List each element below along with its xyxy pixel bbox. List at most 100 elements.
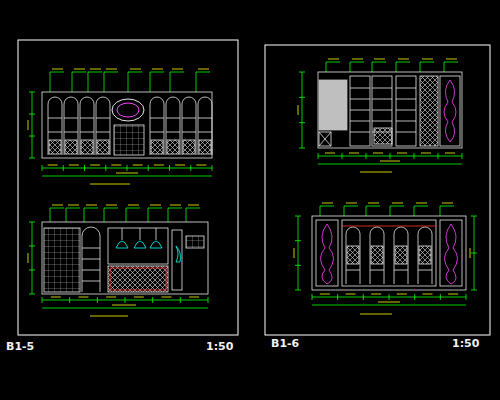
shelf-line <box>372 110 392 111</box>
shelf-bay <box>396 76 416 146</box>
shelf-line <box>350 132 370 133</box>
leader-line <box>104 208 105 222</box>
note-mark <box>52 69 63 70</box>
shelf-line <box>82 248 100 249</box>
dimension-value-mark <box>397 294 407 295</box>
leader-line <box>148 208 162 209</box>
dimension-tick <box>152 297 153 303</box>
cabinet-door <box>199 140 211 154</box>
leader-line <box>196 72 210 73</box>
shelf-line <box>370 270 384 271</box>
cabinet-door <box>97 140 109 154</box>
carved-ornament <box>444 80 456 142</box>
dimension-tick <box>363 294 364 300</box>
door-jamb <box>172 230 182 290</box>
dimension-tick <box>148 165 149 171</box>
leader-line <box>84 208 85 222</box>
leader-line <box>396 62 410 63</box>
cabinet-door <box>49 140 61 154</box>
shelf-line <box>350 110 370 111</box>
dimension-value-mark <box>189 297 199 298</box>
leader-line <box>372 62 386 63</box>
note-mark <box>52 205 63 206</box>
carved-ornament <box>445 224 458 284</box>
leader-line <box>126 208 140 209</box>
oval-medallion <box>112 99 144 121</box>
cabinet-door <box>65 140 77 154</box>
dimension-tick <box>312 294 313 300</box>
dimension-tick <box>414 153 415 159</box>
note-mark <box>374 59 385 60</box>
lattice-door <box>347 246 359 264</box>
dimension-tick <box>471 216 477 217</box>
leader-line <box>440 206 441 216</box>
dimension-value-mark <box>196 165 206 166</box>
arch-niche <box>96 97 110 155</box>
arch-niche <box>82 227 100 292</box>
note-mark <box>128 205 139 206</box>
note-mark <box>346 203 357 204</box>
leader-line <box>170 72 184 73</box>
leader-line <box>50 72 64 73</box>
dimension-tick <box>440 294 441 300</box>
leader-line <box>344 206 345 216</box>
cornice-line <box>342 226 436 227</box>
dimension-tick <box>299 72 305 73</box>
lattice-door <box>371 246 383 264</box>
note-mark <box>416 203 427 204</box>
lattice-door <box>395 246 407 264</box>
dimension-tick <box>29 158 35 159</box>
cabinet-door <box>151 140 163 154</box>
shelf-line <box>396 121 416 122</box>
shelf-line <box>372 121 392 122</box>
elevation-outline <box>312 216 466 290</box>
shelf-line <box>396 132 416 133</box>
leader-line <box>126 208 127 222</box>
note-mark <box>106 69 117 70</box>
dimension-tick <box>63 165 64 171</box>
leader-line <box>50 208 51 222</box>
arch-niche <box>166 97 180 155</box>
leader-line <box>350 62 364 63</box>
leader-line <box>150 72 164 73</box>
leader-line <box>372 62 373 72</box>
leader-line <box>104 208 118 209</box>
dimension-tick <box>295 240 301 241</box>
leader-line <box>326 62 327 72</box>
cabinet-door <box>81 140 93 154</box>
arch-niche <box>370 227 384 284</box>
oval-inner <box>117 103 139 117</box>
dimension-value-mark <box>69 165 79 166</box>
dimension-tick <box>42 297 43 303</box>
leader-line <box>88 72 89 92</box>
leader-line <box>320 206 321 216</box>
leader-line <box>366 206 367 216</box>
dimension-value-mark <box>397 153 407 154</box>
lamp-cord <box>140 228 141 240</box>
dimension-tick <box>366 153 367 159</box>
dimension-tick <box>169 165 170 171</box>
leader-line <box>104 72 118 73</box>
dimension-value-mark <box>106 297 116 298</box>
note-mark <box>368 203 379 204</box>
shelf-line <box>372 88 392 89</box>
leader-line <box>440 206 454 207</box>
view-title-mark <box>90 316 128 317</box>
arch-niche <box>150 97 164 155</box>
dimension-value-mark <box>133 165 143 166</box>
note-mark <box>172 69 183 70</box>
dimension-value-mark <box>111 165 121 166</box>
dimension-tick <box>318 153 319 159</box>
carved-ornament <box>321 224 334 284</box>
counter-trim <box>110 268 166 290</box>
dimension-line <box>318 164 462 165</box>
note-mark <box>446 59 457 60</box>
plant-ornament <box>176 246 181 262</box>
note-mark <box>352 59 363 60</box>
cabinet-cross <box>319 132 331 146</box>
leader-line <box>72 72 86 73</box>
leader-line <box>128 72 142 73</box>
leader-line <box>414 206 415 216</box>
leader-line <box>366 206 380 207</box>
dimension-value-mark <box>421 153 431 154</box>
